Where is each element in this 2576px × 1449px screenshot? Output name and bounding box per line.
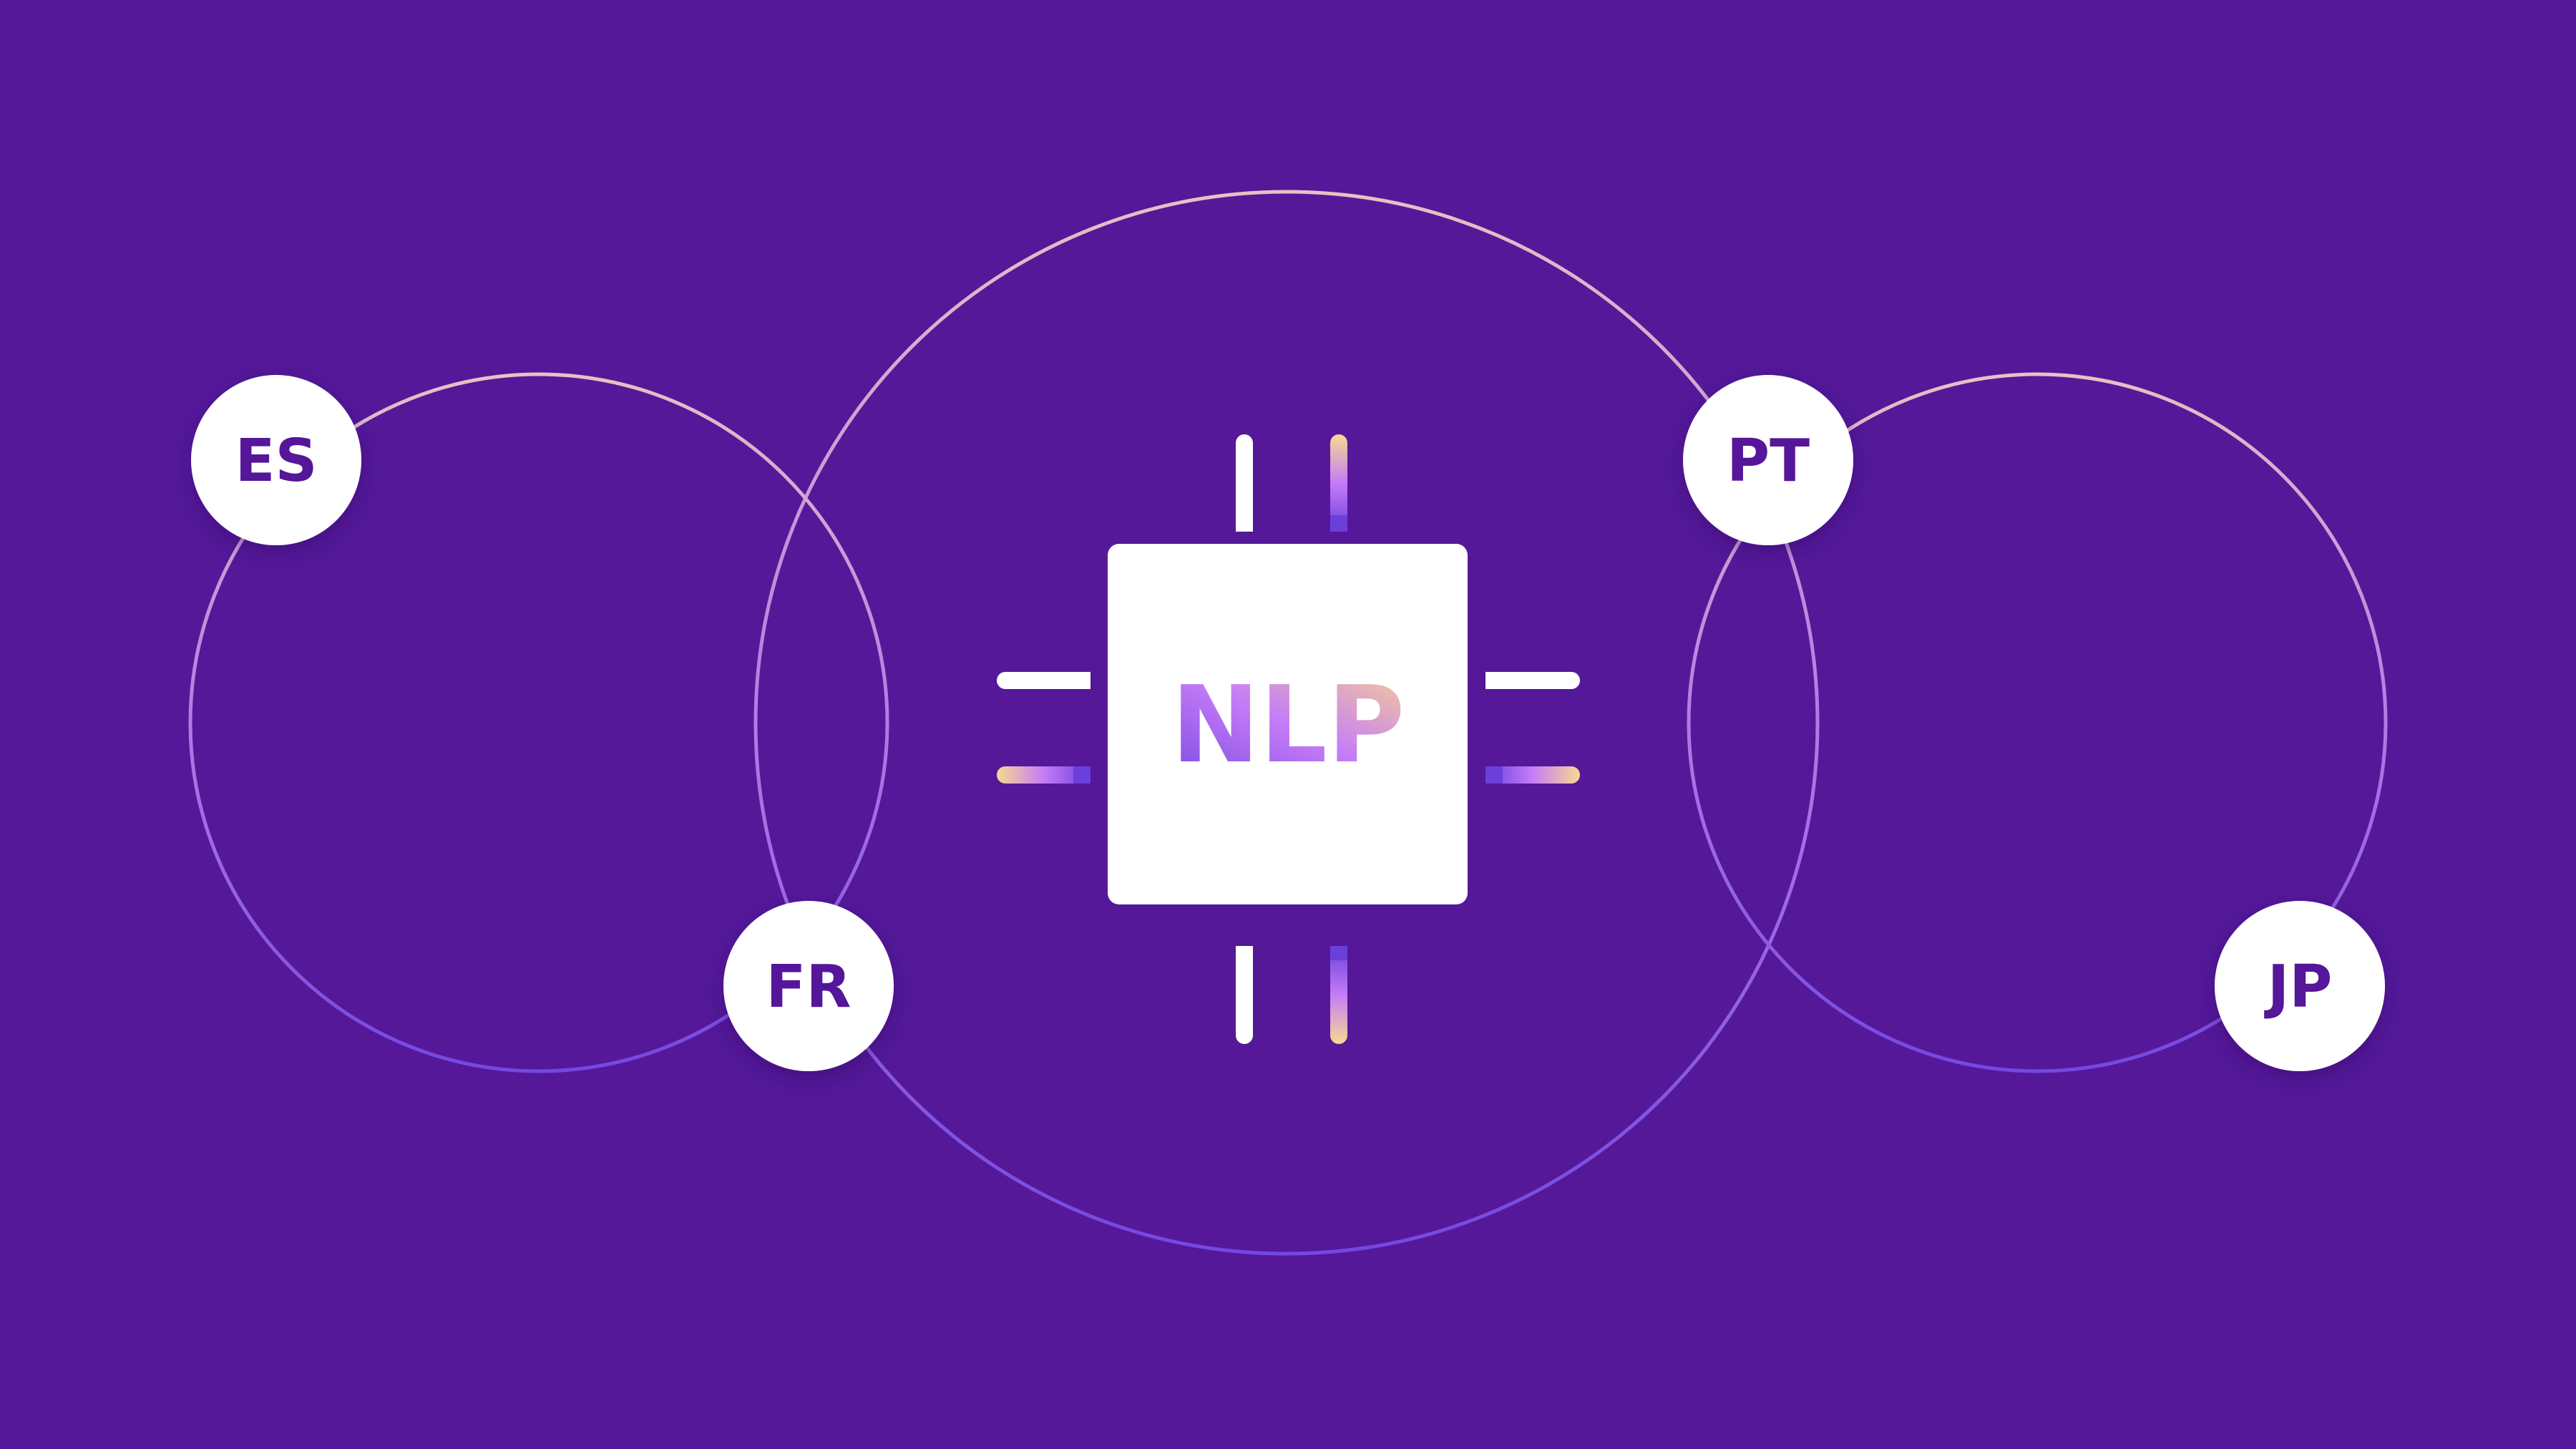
- pin-left-bottom: [997, 766, 1091, 784]
- pin-right-bottom: [1485, 766, 1580, 784]
- pin-top-left: [1236, 434, 1253, 532]
- nlp-label: NLP: [1171, 663, 1405, 786]
- pin-left-top: [997, 672, 1091, 689]
- language-code: ES: [235, 427, 317, 495]
- language-code: PT: [1727, 427, 1810, 495]
- left-ring: [188, 372, 889, 1073]
- center-ring: [753, 190, 1820, 1256]
- language-node-jp: JP: [2215, 901, 2385, 1071]
- pin-bottom-right: [1330, 946, 1347, 1044]
- language-node-pt: PT: [1683, 375, 1853, 545]
- language-code: FR: [766, 953, 851, 1021]
- right-ring: [1687, 372, 2388, 1073]
- pin-right-top: [1485, 672, 1580, 689]
- nlp-chip: NLP: [1108, 544, 1468, 904]
- pin-top-right: [1330, 434, 1347, 532]
- language-node-fr: FR: [723, 901, 894, 1071]
- language-node-es: ES: [191, 375, 361, 545]
- pin-bottom-left: [1236, 946, 1253, 1044]
- language-code: JP: [2264, 953, 2333, 1021]
- chip-pins: [997, 434, 1580, 1044]
